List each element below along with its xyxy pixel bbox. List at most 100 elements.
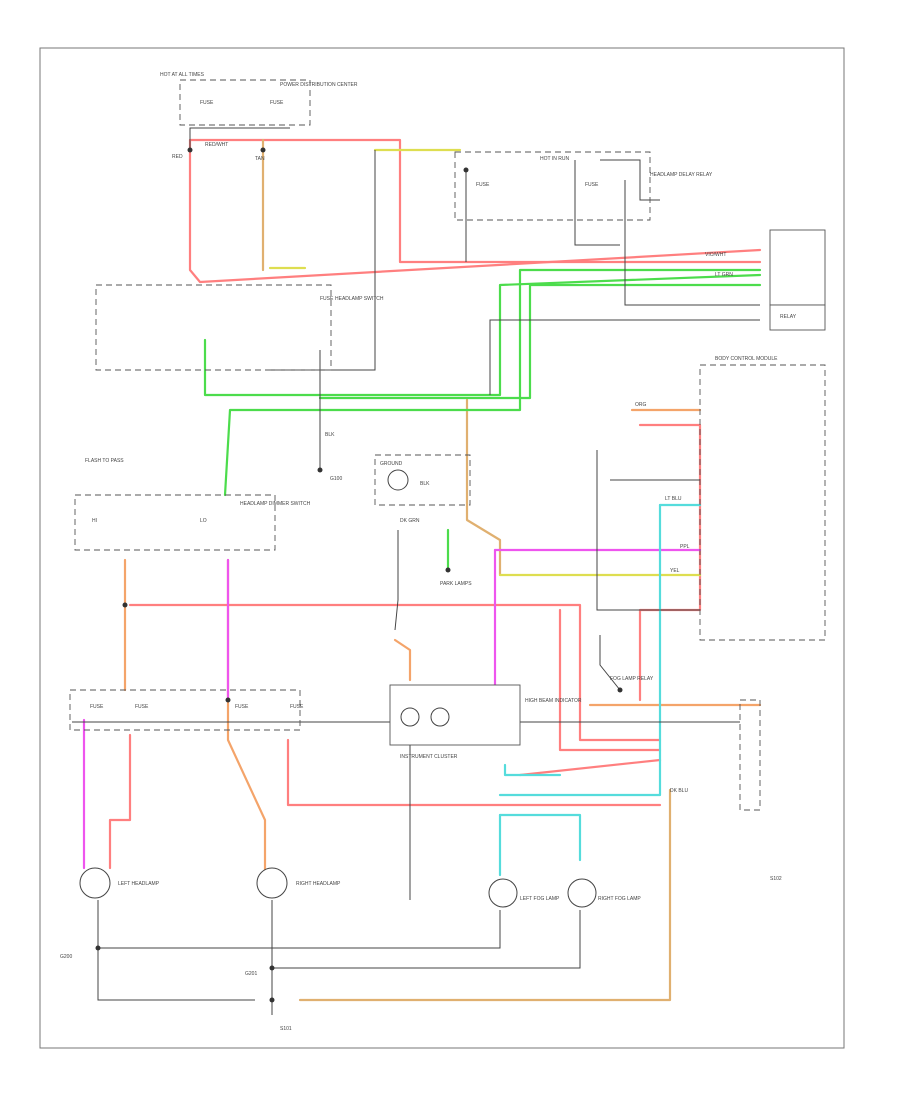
wire-black — [599, 635, 621, 691]
wire-red — [638, 423, 702, 702]
wire-black — [394, 530, 399, 631]
label-dk-grn: DK GRN — [400, 518, 420, 524]
splice-node — [187, 147, 193, 153]
splice-node — [617, 687, 623, 693]
wire-group-yellow — [268, 148, 702, 577]
fuse-block-box — [69, 689, 301, 731]
label-relay: RELAY — [780, 314, 797, 320]
label-instrument-cluster: INSTRUMENT CLUSTER — [400, 754, 458, 760]
wire-black — [596, 450, 700, 611]
splice-node — [95, 945, 101, 951]
label-fuse: FUSE — [270, 100, 284, 106]
label-lt-blu: LT BLU — [665, 496, 682, 502]
label-s102: S102 — [770, 876, 782, 882]
wire-cyan — [498, 503, 662, 797]
wire-group-red — [108, 138, 762, 870]
right-fog-lamp-icon — [567, 878, 597, 908]
power-distribution-center-box — [179, 79, 311, 126]
label-headlamp-dimmer-switch: HEADLAMP DIMMER SWITCH — [240, 501, 311, 507]
wire-red — [188, 138, 762, 264]
ground-lamp-icon — [387, 469, 409, 491]
indicator-lamp-icon — [400, 707, 420, 727]
label-hot-in-run: HOT IN RUN — [540, 156, 569, 162]
label-ground: GROUND — [380, 461, 403, 467]
label-body-control-module: BODY CONTROL MODULE — [715, 356, 778, 362]
headlamp-delay-relay — [769, 229, 826, 306]
label-red-wht: RED/WHT — [205, 142, 228, 148]
component-outlines — [69, 79, 826, 811]
fuse-box-2 — [454, 151, 651, 221]
label-lt-grn: LT GRN — [715, 272, 733, 278]
label-headlamp-switch: HEADLAMP SWITCH — [335, 296, 384, 302]
label-hi: HI — [92, 518, 97, 524]
label-yel: YEL — [670, 568, 680, 574]
label-g201: G201 — [245, 971, 257, 977]
ground-connector-box — [374, 454, 471, 506]
label-flash-to-pass: FLASH TO PASS — [85, 458, 124, 464]
wire-group-green — [203, 268, 762, 572]
wire-black — [97, 948, 255, 1001]
wire-red — [286, 738, 662, 807]
label-right-fog-lamp: RIGHT FOG LAMP — [598, 896, 641, 902]
right-headlamp-icon — [256, 867, 288, 899]
label-dk-blu: DK BLU — [670, 788, 688, 794]
splice-node — [445, 567, 451, 573]
label-fuse: FUSE — [290, 704, 304, 710]
label-right-headlamp: RIGHT HEADLAMP — [296, 881, 341, 887]
wire-cyan — [503, 763, 562, 777]
body-control-module-box — [699, 364, 826, 641]
wire-group-orange — [123, 138, 762, 1002]
wire-group-cyan — [498, 503, 702, 877]
headlamp-switch-box — [95, 284, 332, 371]
label-red: RED — [172, 154, 183, 160]
wire-black — [189, 127, 290, 150]
label-fuse: FUSE — [235, 704, 249, 710]
label-tan: TAN — [255, 156, 265, 162]
wire-black — [272, 910, 581, 969]
wire-black — [624, 180, 760, 306]
splice-node — [225, 697, 231, 703]
wire-red — [108, 733, 132, 870]
label-fuse: FUSE — [585, 182, 599, 188]
label-s101: S101 — [280, 1026, 292, 1032]
label-left-headlamp: LEFT HEADLAMP — [118, 881, 160, 887]
label-power-distribution-center: POWER DISTRIBUTION CENTER — [280, 82, 358, 88]
wire-group-violet — [82, 548, 702, 870]
left-headlamp-icon — [79, 867, 111, 899]
label-headlamp-delay-relay: HEADLAMP DELAY RELAY — [650, 172, 713, 178]
wire-black — [489, 319, 760, 395]
splice-nodes — [95, 147, 623, 1003]
splice-node — [269, 965, 275, 971]
label-fuse: FUSE — [320, 296, 334, 302]
label-fuse: FUSE — [90, 704, 104, 710]
wire-tan — [298, 788, 672, 1002]
labels: HOT AT ALL TIMES FUSE FUSE POWER DISTRIB… — [60, 72, 797, 1032]
label-g200: G200 — [60, 954, 72, 960]
wire-orange — [226, 558, 267, 872]
label-fuse: FUSE — [476, 182, 490, 188]
splice-node — [260, 147, 266, 153]
splice-node — [269, 997, 275, 1003]
wire-tan — [465, 398, 502, 577]
wire-green — [318, 283, 762, 400]
wire-black — [574, 160, 620, 246]
label-blk: BLK — [420, 481, 430, 487]
splice-node — [122, 602, 128, 608]
label-ppl: PPL — [680, 544, 690, 550]
label-g100: G100 — [330, 476, 342, 482]
wire-orange — [393, 638, 412, 682]
wire-black — [270, 150, 376, 371]
label-park-lamps: PARK LAMPS — [440, 581, 472, 587]
label-org: ORG — [635, 402, 647, 408]
wire-group-black — [72, 127, 760, 1015]
wire-cyan — [498, 813, 582, 862]
connector-c1 — [739, 699, 761, 811]
indicator-lamp-icon — [430, 707, 450, 727]
label-fuse: FUSE — [135, 704, 149, 710]
wire-red — [518, 758, 662, 777]
label-fog-lamp-relay: FOG LAMP RELAY — [610, 676, 654, 682]
label-blk: BLK — [325, 432, 335, 438]
wire-red — [128, 603, 662, 742]
